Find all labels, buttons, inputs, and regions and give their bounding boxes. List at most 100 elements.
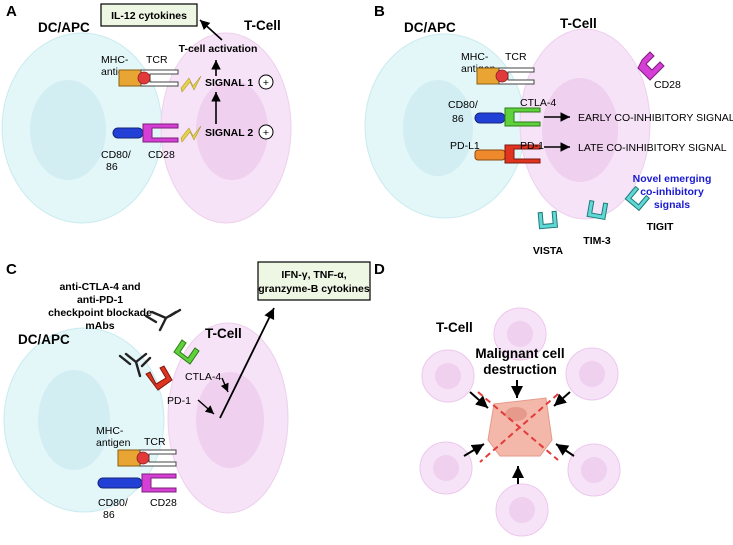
panel-a-antigen (137, 71, 151, 85)
panel-b-ctla4-label: CTLA-4 (520, 97, 556, 109)
panel-a-cytokine-box (100, 3, 198, 27)
panel-c-dc-nucleus (38, 370, 110, 470)
panel-c-ctla4-arrow (220, 377, 229, 393)
panel-c-ctla4-receptor (173, 339, 200, 365)
panel-c-pd1-receptor (145, 365, 173, 391)
panel-d-letter: D (374, 261, 385, 278)
panel-b-t-nucleus (542, 78, 618, 182)
panel-b-dc-nucleus (403, 80, 473, 176)
panel-c-antigen (136, 451, 150, 465)
panel-b-novel-label-1: Novel emerging (633, 173, 712, 185)
panel-a-signal1-plus-circle (258, 74, 274, 90)
panel-a-signal2-bolt-icon (180, 125, 202, 143)
panel-b-tim3-label: TIM-3 (583, 235, 611, 247)
panel-a-dc-nucleus (30, 80, 106, 180)
panel-c-letter: C (6, 261, 17, 278)
panel-d-t-cell-lower-left (419, 441, 473, 495)
panel-a-signal2-plus-circle (258, 124, 274, 140)
panel-d-malignant-label-2: destruction (483, 362, 557, 377)
panel-a-activation-label: T-cell activation (179, 43, 258, 55)
panel-d: D T-Cell Malignant cell (374, 261, 621, 537)
panel-b-ctla4-receptor (504, 107, 541, 127)
panel-c-cd80-label-1: CD80/ (98, 497, 128, 509)
panel-a-cd80-label-2: 86 (106, 161, 118, 173)
panel-a: A DC/APC T-Cell IL-12 cytokines T-cell a… (1, 3, 292, 224)
panel-d-t-cell-top (493, 307, 547, 361)
panel-a-signal1: SIGNAL 1 (205, 77, 253, 89)
panel-d-malignant-nucleus (505, 407, 527, 421)
panel-c-antibody-2-icon (118, 352, 152, 378)
panel-a-mhc-label-1: MHC- (101, 54, 129, 66)
panel-a-signal1-bolt-icon (180, 75, 202, 93)
panel-b-novel-label-2: co-inhibitory (640, 186, 704, 198)
panel-b: B DC/APC T-Cell MHC- antigen TCR CD28 CD… (364, 3, 733, 257)
panel-b-late-signal: LATE CO-INHIBITORY SIGNAL (578, 142, 727, 154)
panel-c-pd1-label: PD-1 (167, 395, 191, 407)
panel-c-cd80-label-2: 86 (103, 509, 115, 521)
panel-a-tcr-label: TCR (146, 54, 168, 66)
panel-a-activation-arrow (199, 19, 223, 41)
panel-c-antibody-1-icon (144, 308, 182, 332)
panel-b-tcell-title: T-Cell (560, 16, 597, 31)
panel-b-cd80-label-1: CD80/ (448, 99, 478, 111)
panel-d-arrow-lower-left (463, 443, 485, 457)
panel-c-tcr-label: TCR (144, 436, 166, 448)
panel-c-tcr-receptor (139, 449, 177, 467)
panel-d-t-cell-upper-left (421, 349, 475, 403)
panel-b-pd1-receptor (504, 144, 541, 164)
panel-a-dc-title: DC/APC (38, 20, 90, 35)
panel-a-signal2-plus: + (263, 127, 269, 139)
panel-a-letter: A (6, 3, 17, 20)
panel-a-cytokine-box-text: IL-12 cytokines (111, 10, 187, 22)
panel-b-letter: B (374, 3, 385, 20)
panel-c-box-text-1: IFN-γ, TNF-α, (281, 269, 346, 281)
panel-b-cd28-receptor (637, 51, 665, 81)
panel-b-pdl1-label: PD-L1 (450, 140, 480, 152)
panel-b-cd28-label: CD28 (654, 79, 681, 91)
panel-c-cd80-receptor (97, 477, 143, 489)
panel-a-t-nucleus (196, 80, 268, 180)
panel-d-tcell-title: T-Cell (436, 320, 473, 335)
panel-c-mab-label-1: anti-CTLA-4 and (59, 281, 140, 293)
panel-a-cd80-label-1: CD80/ (101, 149, 131, 161)
panel-c-ctla4-label: CTLA-4 (185, 371, 221, 383)
panel-b-novel-label-3: signals (654, 199, 690, 211)
panel-a-signal1-plus: + (263, 77, 269, 89)
panel-c-cd28-label: CD28 (150, 497, 177, 509)
panel-b-antigen (495, 69, 509, 83)
panel-d-t-cell-upper-right (565, 347, 619, 401)
panel-c-mhc-label-1: MHC- (96, 425, 124, 437)
panel-d-cross-line-2 (479, 393, 559, 463)
panel-a-tcell-title: T-Cell (244, 18, 281, 33)
panel-b-tcr-label: TCR (505, 51, 527, 63)
panel-a-cd80-receptor (112, 127, 144, 139)
panel-a-cd28-receptor (142, 123, 179, 143)
panel-c: C DC/APC T-Cell anti-CTLA-4 and anti-PD-… (3, 261, 371, 521)
panel-d-t-cell-lower-right (567, 443, 621, 497)
panel-c-mab-label-4: mAbs (85, 320, 114, 332)
panel-d-cross-line-1 (477, 391, 559, 461)
panel-c-cytokine-box (257, 261, 371, 301)
panel-b-tigit-label: TIGIT (647, 221, 674, 233)
panel-b-vista-receptor (537, 210, 558, 230)
panel-d-malignant-label-1: Malignant cell (475, 346, 564, 361)
panel-d-arrow-lower-right (555, 443, 575, 457)
panel-c-mhc-label-2: antigen (96, 437, 131, 449)
panel-b-vista-label: VISTA (533, 245, 564, 257)
panel-b-pd1-label: PD-1 (520, 140, 544, 152)
panel-c-cd28-receptor (141, 473, 177, 493)
panel-b-early-signal: EARLY CO-INHIBITORY SIGNAL (578, 112, 733, 124)
panel-b-pdl1-receptor (474, 149, 506, 161)
panel-a-cd28-label: CD28 (148, 149, 175, 161)
panel-c-cytokine-arrow (219, 307, 275, 419)
panel-d-t-cell-bottom (495, 483, 549, 537)
panel-c-box-text-2: granzyme-B cytokines (258, 283, 370, 295)
panel-d-arrow-upper-right (553, 391, 571, 407)
panel-c-mab-label-2: anti-PD-1 (77, 294, 123, 306)
panel-b-mhc-label-1: MHC- (461, 51, 489, 63)
panel-b-tcr-receptor (498, 67, 535, 85)
panel-c-dc-title: DC/APC (18, 332, 70, 347)
panel-c-tcell-title: T-Cell (205, 326, 242, 341)
panel-c-t-nucleus (196, 372, 264, 468)
